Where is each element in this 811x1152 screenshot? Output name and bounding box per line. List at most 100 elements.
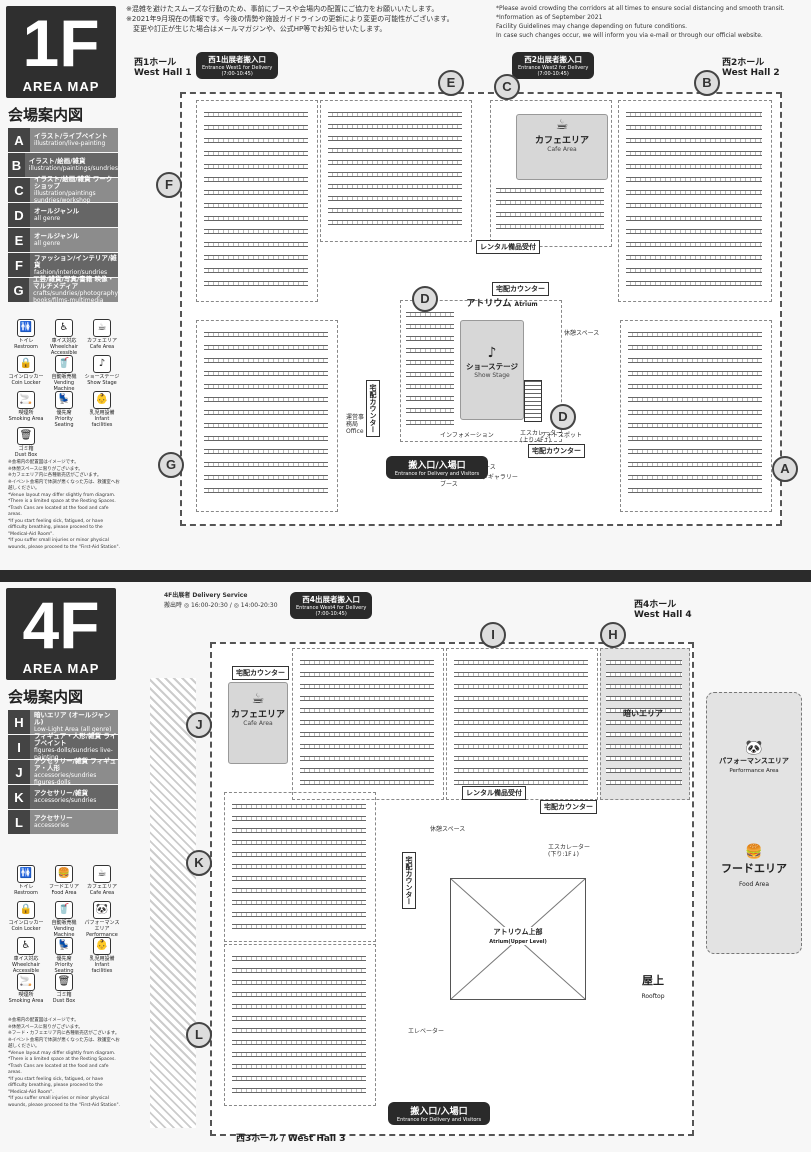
entrance-ja: 搬入口/入場口 [408,461,466,471]
note-line: ※2021年9月現在の情報です。今後の情勢や施設ガイドラインの更新により変更の可… [126,15,454,23]
header-notes-en: *Please avoid crowding the corridors at … [496,4,808,40]
facility-label-en: Dust Box [52,998,76,1004]
facility-label-en: Show Stage [87,380,117,386]
zone-f [196,100,318,302]
facility-label-en: Coin Locker [11,380,41,386]
atrium-upper-ja: アトリウム上部 [493,928,543,936]
zone-d [400,300,562,442]
facility-icon: 🔒 [17,355,35,373]
facility-label-en: Vending Machine [53,380,75,392]
main-entrance-1f[interactable]: 搬入口/入場口 Entrance for Delivery and Visito… [386,456,488,479]
booth-row [454,672,588,677]
zone-e [320,100,472,242]
area-circle-f[interactable]: F [156,172,182,198]
booth-row [626,255,762,260]
booth-row [300,660,434,665]
facility-label-en: Performance [86,932,118,938]
booth-row [232,980,366,985]
booth-row [328,124,462,129]
floor-badge-4f: 4F AREA MAP [6,588,116,680]
facility-label-ja: パフォーマンスエリア [84,920,120,932]
area-circle-e[interactable]: E [438,70,464,96]
booth-row [406,408,454,413]
atrium-upper-en: Atrium(Upper Level) [489,939,547,945]
booth-row [232,992,366,997]
facility-label-ja: 優先席 [56,410,72,416]
cafe-area-1f[interactable]: ☕ カフェエリア Cafe Area [516,114,608,180]
delivery-counter-4f-vertical[interactable]: 宅配カウンター [402,852,416,909]
area-circle-c[interactable]: C [494,74,520,100]
food-area[interactable]: 🍔 フードエリア Food Area [712,844,796,889]
show-stage[interactable]: ♪ ショーステージ Show Stage [460,320,524,420]
area-circle-a[interactable]: A [772,456,798,482]
cafe-icon: ☕ [555,117,569,133]
facility-label-ja: 車イス対応 [51,338,77,344]
delivery-counter-1f-south[interactable]: 宅配カウンター [528,444,585,458]
booth-row [628,410,762,415]
rest-space-4f: 休憩スペース [430,826,466,833]
area-map-label: AREA MAP [22,661,100,676]
area-circle-d[interactable]: D [412,286,438,312]
rooftop-ja: 屋上 [642,974,664,987]
booth-row [328,148,462,153]
area-circle-d[interactable]: D [550,404,576,430]
note-line: *Venue layout may differ slightly from d… [8,492,116,498]
facility-icon: 🔒 [17,901,35,919]
performance-area[interactable]: 🐼 パフォーマンスエリア Performance Area [712,740,796,774]
delivery-counter-vertical[interactable]: 宅配カウンター [366,380,380,437]
area-circle-g[interactable]: G [158,452,184,478]
delivery-times-4f: 搬出時 ◎ 16:00-20:30 / ◎ 14:00-20:30 [164,602,278,609]
booth-row [454,744,588,749]
booth-row [232,816,366,821]
west-hall-2-title: 西2ホール West Hall 2 [722,58,780,78]
area-circle-k[interactable]: K [186,850,212,876]
west1-delivery-entrance[interactable]: 西1出展者搬入口 Entrance West1 for Delivery (7:… [196,52,279,79]
area-circle-j[interactable]: J [186,712,212,738]
guide-title: 会場案内図 [8,106,84,124]
notes: ※会場内の配置図はイメージです。※休憩スペースに限りがございます。※カフェエリア… [8,460,123,551]
food-rooftop-area [706,692,802,954]
area-circle-h[interactable]: H [600,622,626,648]
booth-row [496,224,604,229]
delivery-counter-4f-east[interactable]: 宅配カウンター [540,800,597,814]
area-circle-l[interactable]: L [186,1022,212,1048]
delivery-counter-4f[interactable]: 宅配カウンター [232,666,289,680]
entrance-en: Entrance West4 for Delivery [296,605,367,611]
delivery-counter-1f[interactable]: 宅配カウンター [492,282,549,296]
rental-counter-1f[interactable]: レンタル備品受付 [476,240,540,254]
facility-icon: 🐼 [93,901,111,919]
booth-row [626,242,762,247]
main-entrance-4f[interactable]: 搬入口/入場口 Entrance for Delivery and Visito… [388,1102,490,1125]
cafe-en: Cafe Area [243,720,273,727]
west4-delivery-entrance[interactable]: 西4出展者搬入口 Entrance West4 for Delivery (7:… [290,592,373,619]
zone-b [618,100,772,302]
note-line: ※会場内の配置図はイメージです。 [8,460,79,465]
legend-letter: A [8,128,30,152]
delivery-service-4f: 4F出展者 Delivery Service [164,592,248,599]
booth-row [406,312,454,317]
area-circle-i[interactable]: I [480,622,506,648]
guide-title: 会場案内図 [8,688,84,706]
note-line: *Trash Cans are located at the food and … [8,1063,109,1076]
booth-row [454,684,588,689]
rental-counter-4f[interactable]: レンタル備品受付 [462,786,526,800]
cafe-area-4f[interactable]: ☕ カフェエリア Cafe Area [228,682,288,764]
booth-row [232,912,366,917]
facility-icon: 🥤 [55,901,73,919]
facility-icon: ♿ [55,319,73,337]
west2-delivery-entrance[interactable]: 西2出展者搬入口 Entrance West2 for Delivery (7:… [512,52,595,79]
rooftop-en: Rooftop [641,993,665,1000]
zone-k [224,792,376,942]
legend-text-ja: オールジャンル [34,207,80,215]
rest-space-label: 休憩スペース [564,330,600,337]
area-circle-b[interactable]: B [694,70,720,96]
